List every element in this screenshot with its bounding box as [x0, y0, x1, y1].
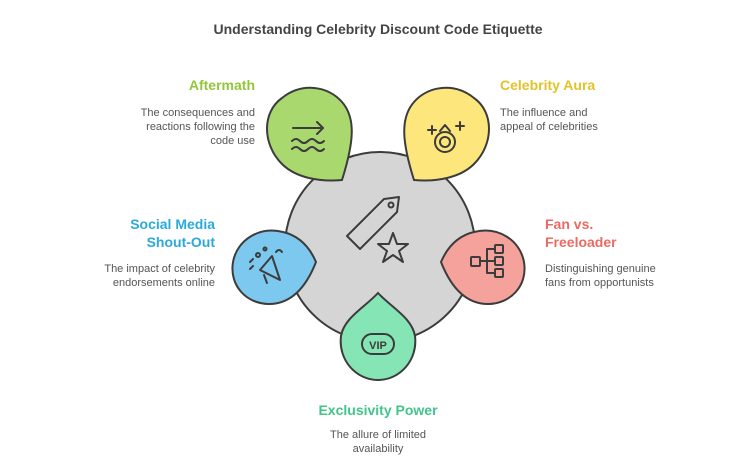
aftermath-title: Aftermath	[188, 77, 255, 93]
exclusivity-power-drop	[339, 291, 417, 382]
aftermath-drop	[266, 86, 353, 182]
celebrity-aura-title: Celebrity Aura	[500, 77, 596, 93]
social-media-description: The impact of celebrity endorsements onl…	[104, 263, 215, 289]
celebrity-aura-description: The influence and appeal of celebrities	[500, 107, 598, 133]
vip-badge-icon	[361, 333, 395, 355]
exclusivity-power-title: Exclusivity Power	[318, 402, 438, 418]
social-media-drop	[231, 229, 318, 306]
celebrity-aura-drop	[403, 86, 490, 182]
aftermath-description: The consequences and reactions following…	[140, 107, 255, 147]
fan-vs-freeloader-description: Distinguishing genuine fans from opportu…	[545, 263, 656, 289]
fan-vs-freeloader-title: Fan vs. Freeloader	[545, 216, 617, 250]
vip-badge-text: VIP	[369, 340, 387, 352]
social-media-title: Social Media Shout-Out	[130, 216, 215, 250]
sorting-flow-icon	[470, 244, 504, 278]
diagram-title: Understanding Celebrity Discount Code Et…	[213, 21, 543, 37]
price-tag-star-icon	[346, 196, 409, 263]
exclusivity-power-description: The allure of limited availability	[330, 429, 426, 455]
arrow-waves-icon	[291, 121, 325, 152]
sparkle-ring-icon	[427, 121, 465, 153]
megaphone-icon	[249, 246, 283, 284]
